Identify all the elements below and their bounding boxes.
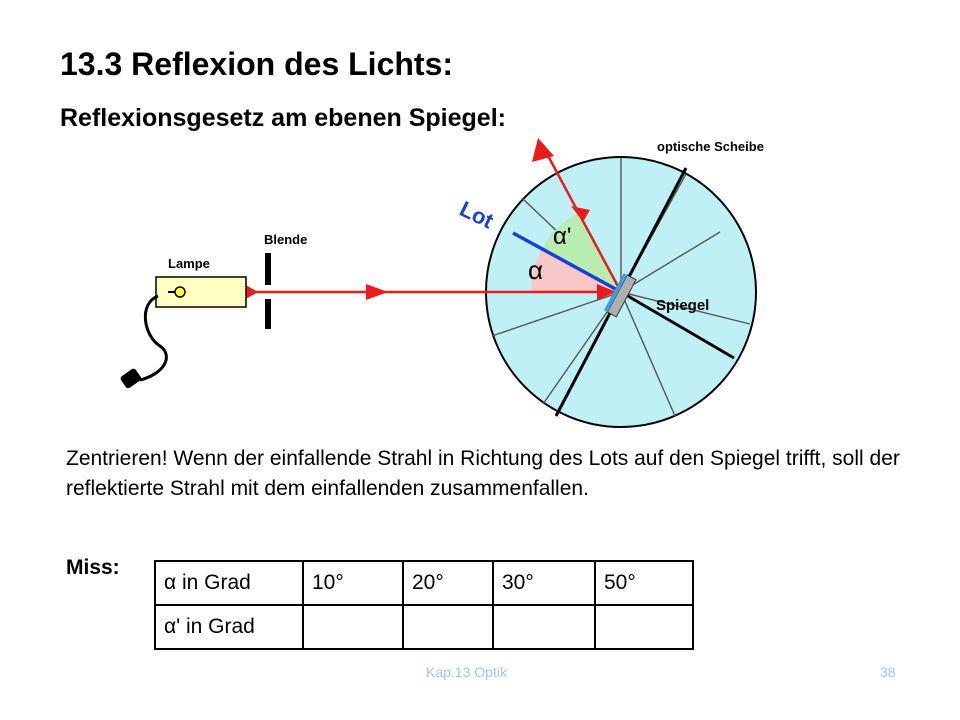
reflected-ray-arrowhead [532,138,554,162]
table-row-header: α' in Grad [154,604,304,650]
table-row: α in Grad 10° 20° 30° 50° [154,560,694,606]
aperture-top [265,253,271,285]
normal-label: Lot [456,196,498,234]
measurement-table: α in Grad 10° 20° 30° 50° α' in Grad [154,560,694,650]
normal-line [512,231,622,294]
lamp-label: Lampe [168,256,210,271]
alpha-label: α [528,255,543,285]
reflected-ray-arrow-mid [571,206,590,222]
page-subtitle: Reflexionsgesetz am ebenen Spiegel: [60,104,506,132]
lamp-bulb [174,286,186,298]
table-cell[interactable] [492,604,596,650]
table-cell[interactable] [594,604,694,650]
incident-arrow-3 [597,284,616,300]
table-row: α' in Grad [154,604,694,650]
measure-label: Miss: [66,556,120,579]
incident-arrow-1 [244,284,258,300]
instruction-paragraph: Zentrieren! Wenn der einfallende Strahl … [66,447,900,500]
mirror-label: Spiegel [656,297,709,314]
disk-label: optische Scheibe [657,139,764,154]
reflected-ray [544,151,623,293]
incident-arrow-2 [366,284,388,300]
disk-axis-2 [620,290,735,360]
plug-icon [120,368,142,389]
footer-chapter: Kap.13 Optik [426,664,507,680]
table-row-header: α in Grad [154,560,304,606]
reflection-diagram: optische Scheibe Lot α' α Lampe Blende S… [120,138,764,428]
angle-alpha-prime-sector [542,213,621,292]
aperture-label: Blende [264,232,307,247]
aperture-bottom [265,299,271,329]
table-cell: 10° [302,560,404,606]
table-cell[interactable] [402,604,494,650]
mirror [603,273,637,318]
table-cell: 30° [492,560,596,606]
page-title: 13.3 Reflexion des Lichts: [60,46,454,82]
table-cell: 50° [594,560,694,606]
table-cell: 20° [402,560,494,606]
lamp-cable [139,294,168,382]
alpha-prime-label: α' [553,223,571,250]
table-cell[interactable] [302,604,404,650]
footer-page-number: 38 [880,664,896,680]
